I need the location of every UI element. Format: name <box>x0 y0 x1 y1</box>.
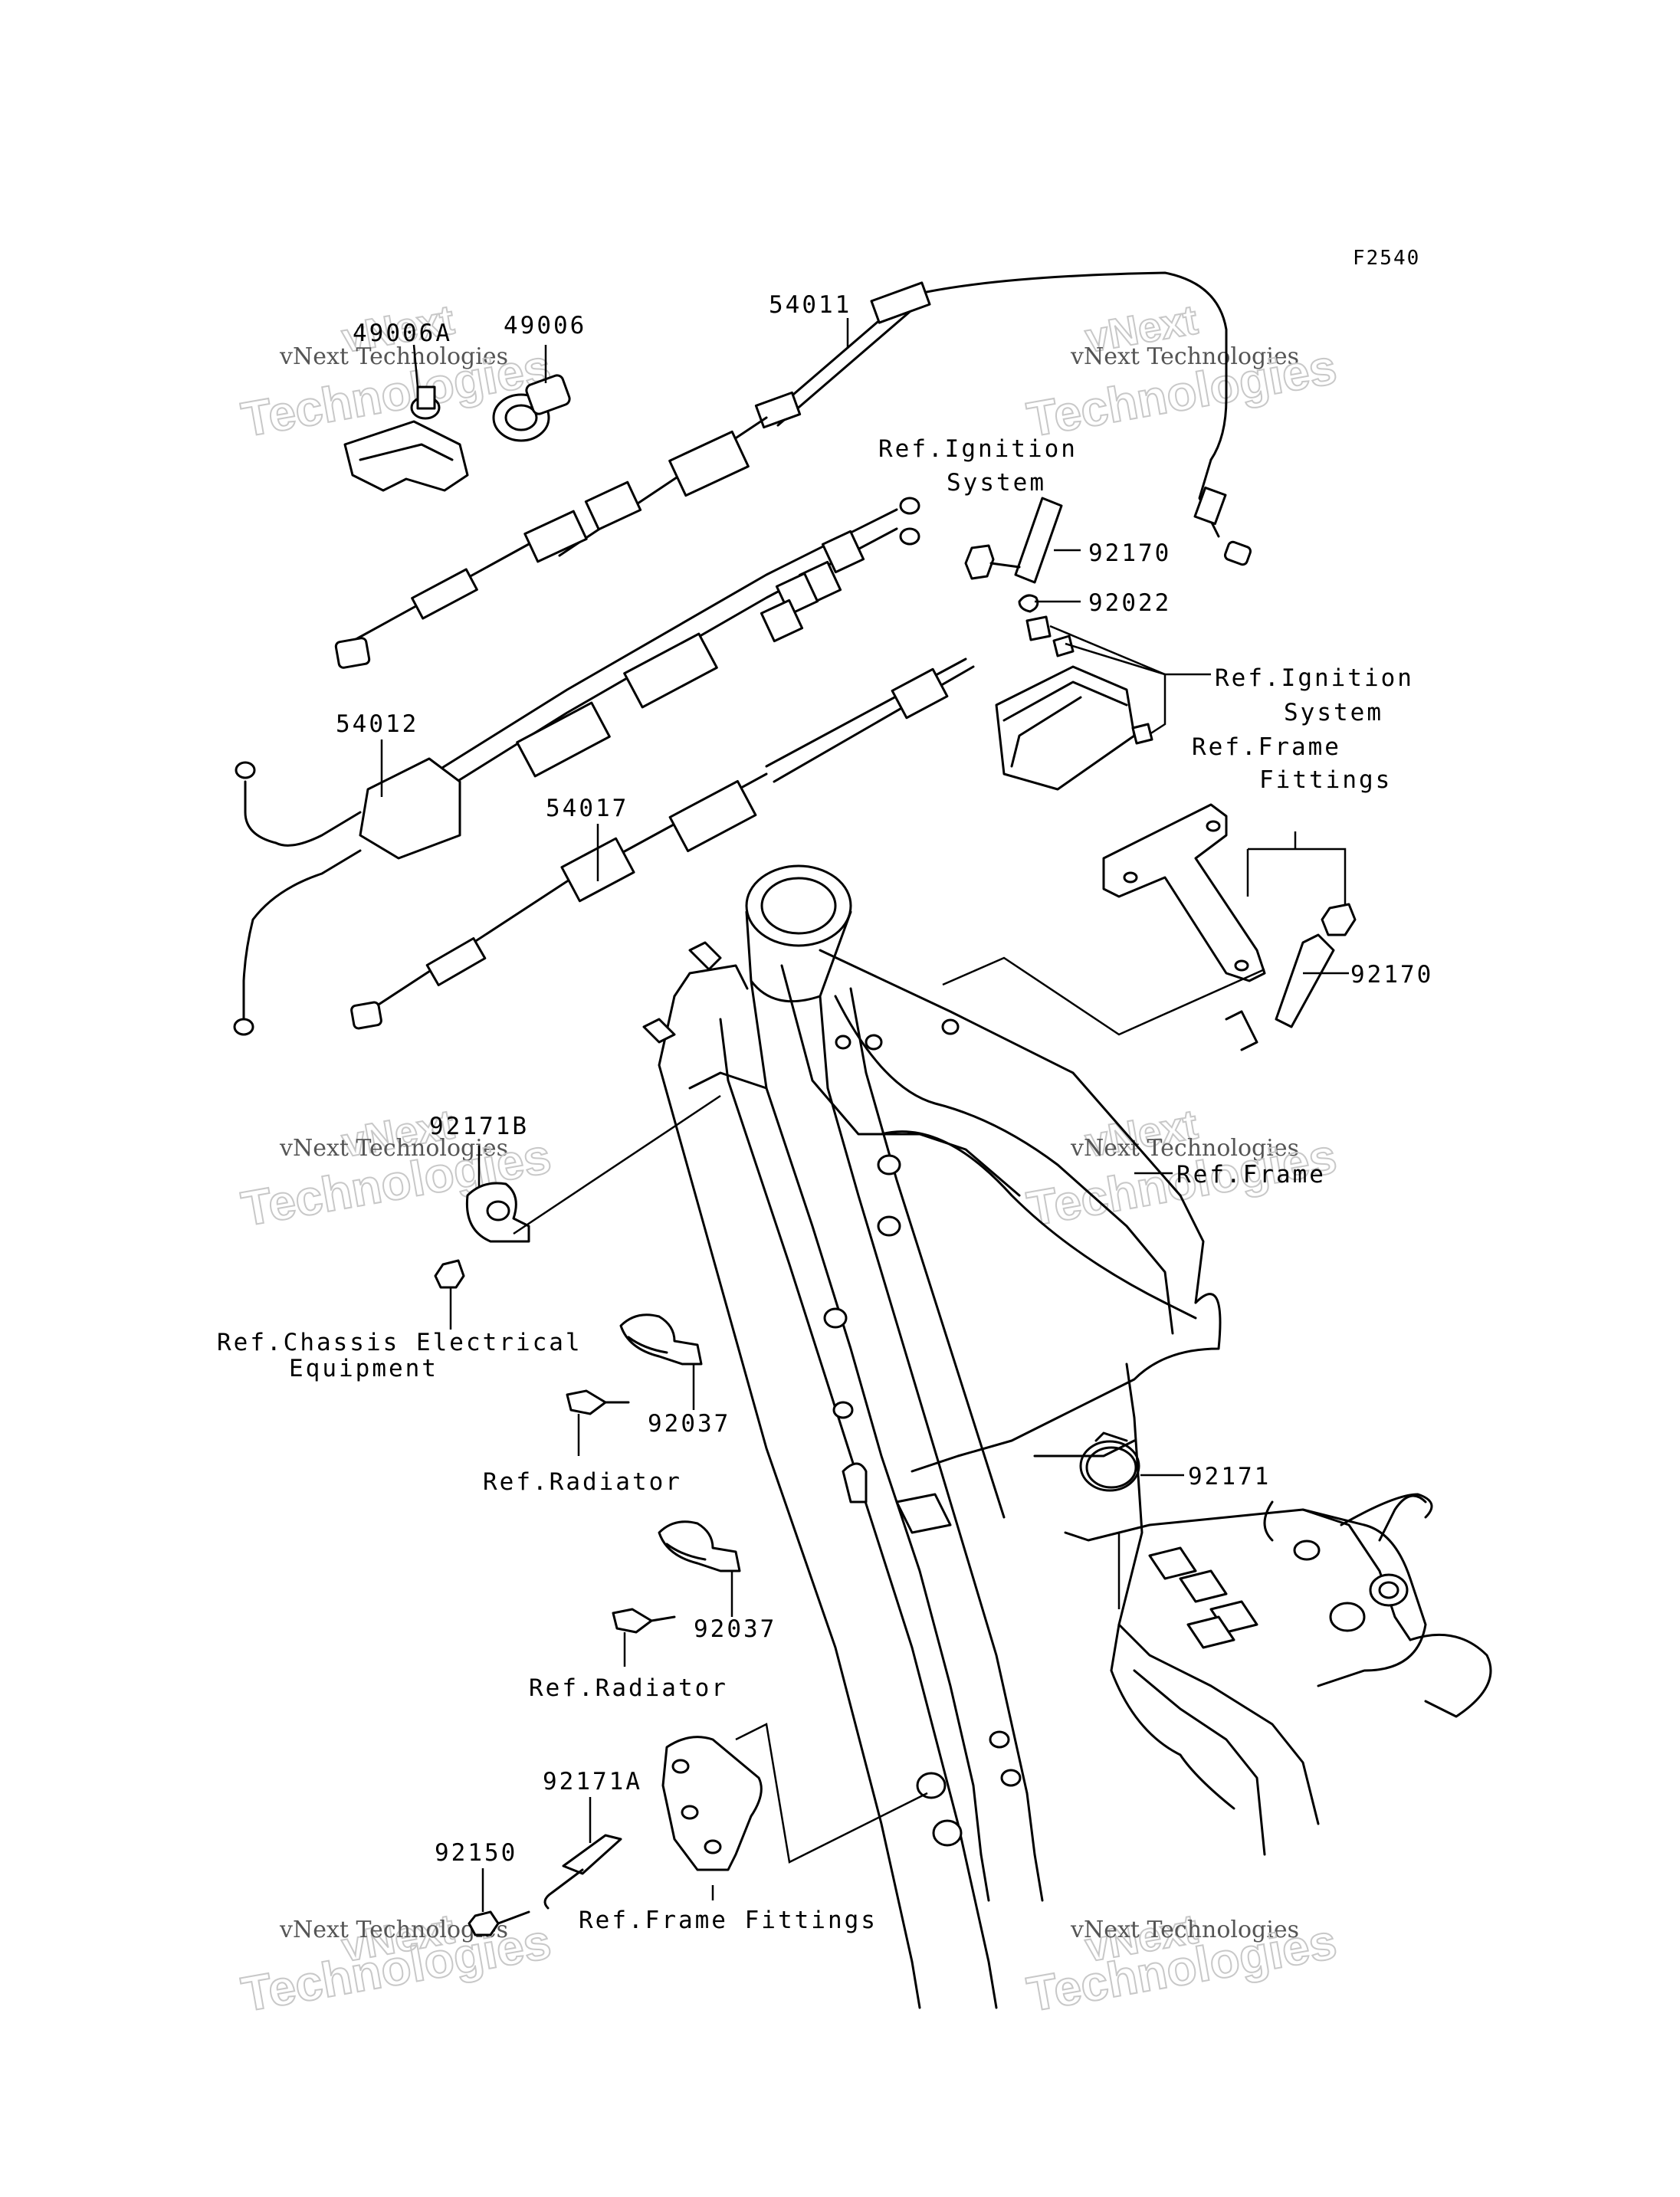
diagram-code: F2540 <box>1353 247 1420 270</box>
callout-92170-bottom: 92170 <box>1350 961 1433 989</box>
callout-92171: 92171 <box>1188 1463 1271 1490</box>
clamp-92037-top <box>566 1313 703 1415</box>
ignition-parts <box>964 497 1153 791</box>
callout-92171B: 92171B <box>429 1113 529 1140</box>
callout-54011: 54011 <box>769 291 851 319</box>
ref-radiator-2: Ref.Radiator <box>529 1674 728 1702</box>
callout-92171A: 92171A <box>543 1768 642 1795</box>
ref-ignition-2-line1: Ref.Ignition <box>1215 664 1414 692</box>
throttle-cable-54011 <box>334 271 1252 669</box>
svg-text:vNext Technologies: vNext Technologies <box>279 1135 508 1162</box>
ref-chassis-line1: Ref.Chassis Electrical <box>217 1329 582 1356</box>
clamp-92037-bottom <box>612 1520 741 1634</box>
ref-frame-fittings-1-line2: Fittings <box>1259 766 1392 794</box>
callout-92037-top: 92037 <box>648 1410 730 1438</box>
callout-92037-bottom: 92037 <box>694 1615 776 1643</box>
labels: F2540 49006A 49006 54011 Ref.Ignition Sy… <box>217 247 1433 1934</box>
callout-92170-top: 92170 <box>1088 539 1171 567</box>
watermark-bottom-right: vNext vNext Technologies Technologies <box>1022 1905 1341 2023</box>
svg-text:vNext Technologies: vNext Technologies <box>279 343 508 370</box>
adjuster-49006 <box>492 374 571 442</box>
callout-54012: 54012 <box>336 710 418 738</box>
ref-radiator-1: Ref.Radiator <box>483 1468 682 1496</box>
watermark-top-right: vNext vNext Technologies Technologies <box>1022 296 1341 448</box>
callout-49006A: 49006A <box>353 320 452 347</box>
dual-cable-54012 <box>233 497 920 1036</box>
clamp-92171B <box>434 1182 530 1289</box>
svg-text:vNext Technologies: vNext Technologies <box>1070 1917 1299 1943</box>
ref-ignition-1-line2: System <box>947 469 1046 497</box>
ref-ignition-2-line2: System <box>1284 699 1383 726</box>
svg-text:vNext Technologies: vNext Technologies <box>1070 343 1299 370</box>
watermark-bottom-left: vNext vNext Technologies Technologies <box>237 1905 556 2023</box>
callout-92150: 92150 <box>435 1839 517 1867</box>
cable-holder-49006A <box>343 385 469 492</box>
band-92171 <box>1079 1431 1140 1492</box>
ref-frame-fittings-1-line1: Ref.Frame <box>1192 733 1341 761</box>
callout-49006: 49006 <box>504 312 586 339</box>
ref-frame: Ref.Frame <box>1176 1161 1326 1189</box>
ref-ignition-1-line1: Ref.Ignition <box>878 435 1078 463</box>
motorcycle-frame <box>642 864 1492 2009</box>
callout-92022: 92022 <box>1088 589 1171 617</box>
ref-frame-fittings-2: Ref.Frame Fittings <box>579 1907 878 1934</box>
svg-text:vNext Technologies: vNext Technologies <box>1070 1135 1299 1162</box>
tie-92171A <box>543 1834 622 1910</box>
leader-lines <box>380 318 1349 1912</box>
clutch-cable-54017 <box>350 657 975 1030</box>
callout-54017: 54017 <box>546 795 628 822</box>
bolt-92150 <box>468 1910 530 1936</box>
plate-frame-fittings-bottom <box>661 1736 763 1871</box>
ref-chassis-line2: Equipment <box>289 1355 438 1382</box>
frame-fittings-bracket <box>1102 803 1357 1028</box>
